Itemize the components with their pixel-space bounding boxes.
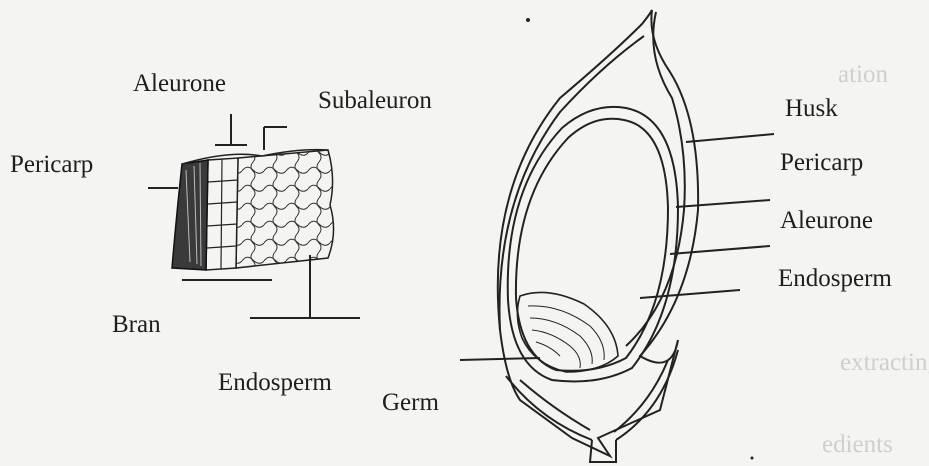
endosperm-cell-tissue <box>236 150 334 268</box>
label-subaleuron: Subaleuron <box>318 88 432 113</box>
grain-drawing <box>498 10 698 462</box>
right-leader-lines <box>460 134 774 360</box>
stray-dot <box>526 18 530 22</box>
stalk <box>590 440 616 462</box>
label-aleurone-left: Aleurone <box>133 71 226 96</box>
label-husk: Husk <box>785 96 838 121</box>
label-endosperm-right: Endosperm <box>778 266 892 291</box>
label-germ: Germ <box>382 390 439 415</box>
germ-outline <box>517 292 618 372</box>
stray-dot <box>751 457 754 460</box>
label-bran: Bran <box>112 312 161 337</box>
label-pericarp-right: Pericarp <box>780 150 863 175</box>
label-endosperm-left: Endosperm <box>218 370 332 395</box>
aleurone-outline <box>516 119 668 371</box>
label-aleurone-right: Aleurone <box>780 208 873 233</box>
bran-section-drawing <box>172 150 334 270</box>
label-pericarp-left: Pericarp <box>10 152 93 177</box>
